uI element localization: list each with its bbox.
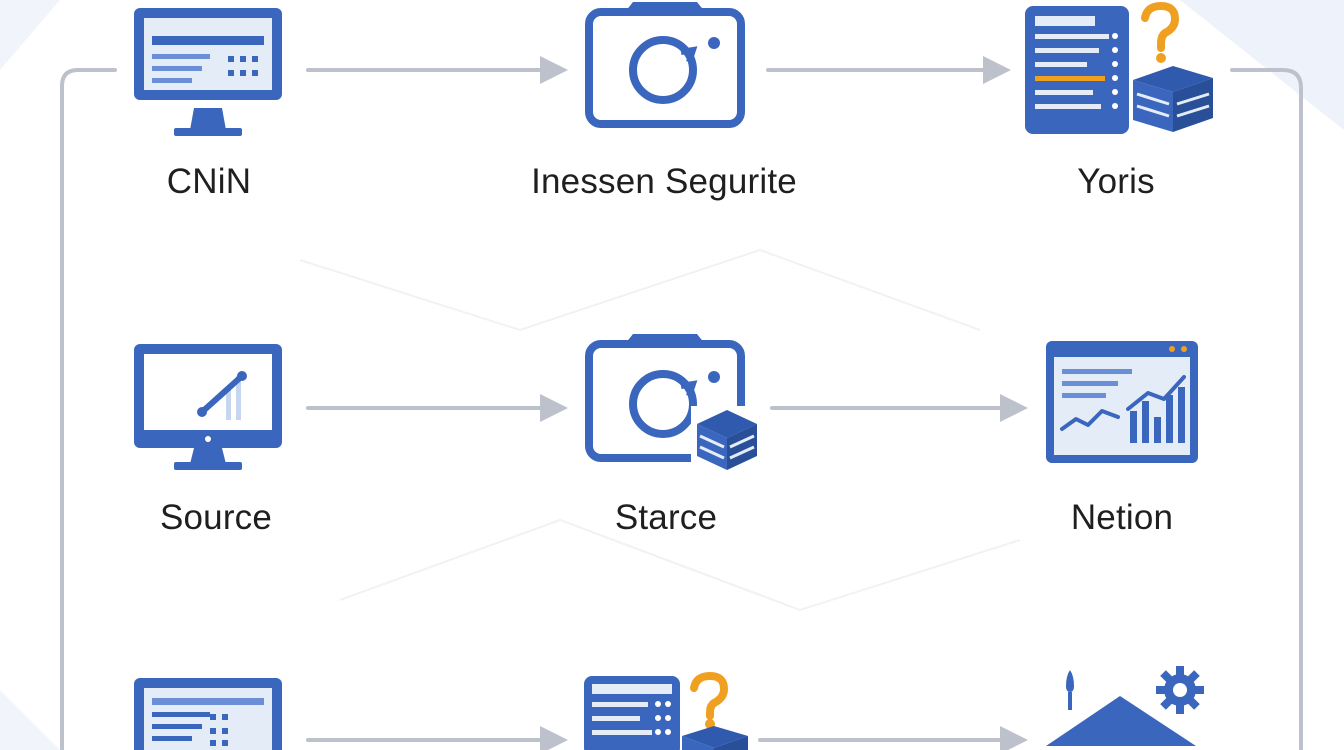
node-r3-c2: [582, 672, 752, 750]
node-r1-c2: [583, 0, 747, 130]
arrow-head-r1-a: [540, 56, 568, 84]
arrow-head-r2-a: [540, 394, 568, 422]
monitor-chart-icon: [134, 344, 282, 470]
arrow-head-r3-b: [1000, 726, 1028, 750]
arrow-head-r1-b: [983, 56, 1011, 84]
node-label: CNiN: [166, 162, 252, 201]
node-label: Netion: [1070, 498, 1174, 537]
node-label: Source: [159, 498, 273, 537]
server-question-icon: [584, 672, 748, 750]
house-gear-icon: [1046, 666, 1204, 746]
node-r3-c3: [1040, 662, 1210, 750]
node-r2-c1: [130, 340, 286, 474]
camera-database-icon: [585, 334, 759, 470]
node-label: Yoris: [1077, 162, 1155, 201]
monitor-list-icon: [134, 678, 282, 750]
camera-icon: [585, 2, 745, 128]
node-r1-c3: [1023, 2, 1217, 138]
node-label: Inessen Segurite: [531, 162, 797, 201]
monitor-list-icon: [134, 8, 282, 136]
server-question-icon: [1025, 2, 1213, 134]
node-r2-c3: [1042, 337, 1202, 467]
node-r3-c1: [130, 674, 286, 750]
dashboard-chart-icon: [1046, 341, 1198, 463]
node-r2-c2: [583, 330, 763, 474]
node-label: Starce: [614, 498, 718, 537]
loop-connector-left: [60, 68, 117, 750]
arrow-head-r2-b: [1000, 394, 1028, 422]
node-r1-c1: [130, 4, 286, 138]
loop-connector-right: [1230, 68, 1303, 750]
arrow-head-r3-a: [540, 726, 568, 750]
